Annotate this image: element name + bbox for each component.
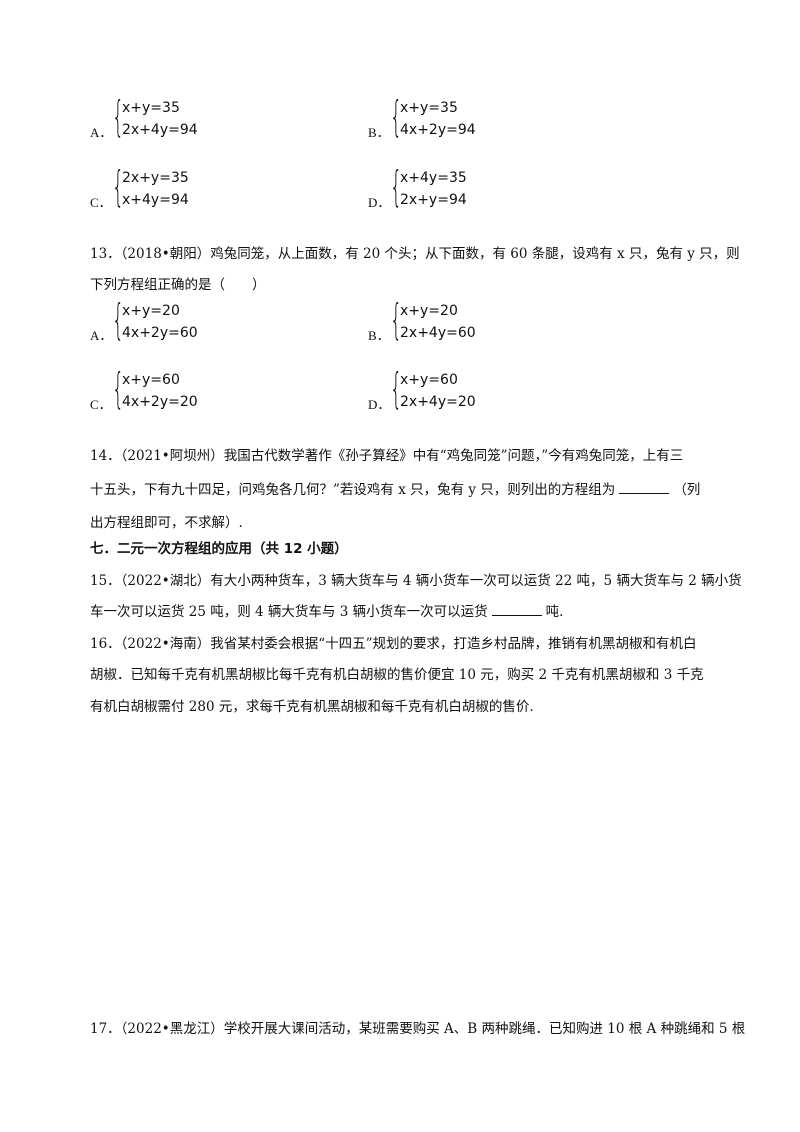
equation: 4x+2y=20 <box>122 394 198 410</box>
q15-line-2-text: 车一次可以运货 25 吨，则 4 辆大货车与 3 辆小货车一次可以运货 <box>90 604 488 620</box>
brace-icon: { <box>390 162 403 211</box>
q14-line-2: 十五头，下有九十四足，问鸡兔各几何？”若设鸡有 x 只，兔有 y 只，则列出的方… <box>90 478 700 498</box>
option-letter: B． <box>368 328 390 343</box>
equation: x+y=20 <box>122 303 180 319</box>
equation: 2x+y=94 <box>400 192 467 208</box>
option-letter: D． <box>368 195 391 210</box>
option-letter: D． <box>368 397 391 412</box>
equation: 2x+y=35 <box>122 170 189 186</box>
equation: x+y=60 <box>122 372 180 388</box>
answer-blank[interactable] <box>619 481 670 494</box>
q16-line-1: 16．（2022•海南）我省某村委会根据“十四五”规划的要求，打造乡村品牌，推销… <box>90 636 697 652</box>
q14-line-2-text: 十五头，下有九十四足，问鸡兔各几何？”若设鸡有 x 只，兔有 y 只，则列出的方… <box>90 482 616 498</box>
q14-line-2-tail: （列 <box>673 482 701 498</box>
q15-line-1: 15．（2022•湖北）有大小两种货车，3 辆大货车与 4 辆小货车一次可以运货… <box>90 573 742 589</box>
brace-icon: { <box>390 92 403 141</box>
q13-line-1: 13．（2018•朝阳）鸡兔同笼，从上面数，有 20 个头；从下面数，有 60 … <box>90 246 740 262</box>
q15-line-2: 车一次可以运货 25 吨，则 4 辆大货车与 3 辆小货车一次可以运货 吨. <box>90 600 563 620</box>
brace-icon: { <box>390 364 403 413</box>
q16-line-2: 胡椒．已知每千克有机黑胡椒比每千克有机白胡椒的售价便宜 10 元，购买 2 千克… <box>90 667 704 683</box>
equation: x+4y=35 <box>400 170 467 186</box>
equation: x+y=20 <box>400 303 458 319</box>
equation: 2x+4y=94 <box>122 122 198 138</box>
equation: 4x+2y=60 <box>122 325 198 341</box>
option-letter: C． <box>90 195 112 210</box>
brace-icon: { <box>112 162 125 211</box>
option-letter: B． <box>368 125 390 140</box>
answer-blank[interactable] <box>491 603 542 616</box>
equation: x+y=60 <box>400 372 458 388</box>
q14-line-3: 出方程组即可，不求解）. <box>90 515 243 531</box>
brace-icon: { <box>390 295 403 344</box>
option-letter: A． <box>90 328 113 343</box>
brace-icon: { <box>112 364 125 413</box>
option-letter: C． <box>90 397 112 412</box>
q16-line-3: 有机白胡椒需付 280 元，求每千克有机黑胡椒和每千克有机白胡椒的售价. <box>90 699 534 715</box>
q15-line-2-tail: 吨. <box>545 604 564 620</box>
equation: 2x+4y=20 <box>400 394 476 410</box>
equation: x+y=35 <box>400 100 458 116</box>
brace-icon: { <box>112 92 125 141</box>
equation: 2x+4y=60 <box>400 325 476 341</box>
q13-line-2: 下列方程组正确的是（ ） <box>90 277 266 293</box>
option-letter: A． <box>90 125 113 140</box>
equation: x+4y=94 <box>122 192 189 208</box>
equation: 4x+2y=94 <box>400 122 476 138</box>
q17-line-1: 17．（2022•黑龙江）学校开展大课间活动，某班需要购买 A、B 两种跳绳．已… <box>90 1021 746 1037</box>
section-title: 七．二元一次方程组的应用（共 12 小题） <box>90 541 348 557</box>
q14-line-1: 14．（2021•阿坝州）我国古代数学著作《孙子算经》中有“鸡兔同笼”问题，”今… <box>90 448 684 464</box>
equation: x+y=35 <box>122 100 180 116</box>
brace-icon: { <box>112 295 125 344</box>
